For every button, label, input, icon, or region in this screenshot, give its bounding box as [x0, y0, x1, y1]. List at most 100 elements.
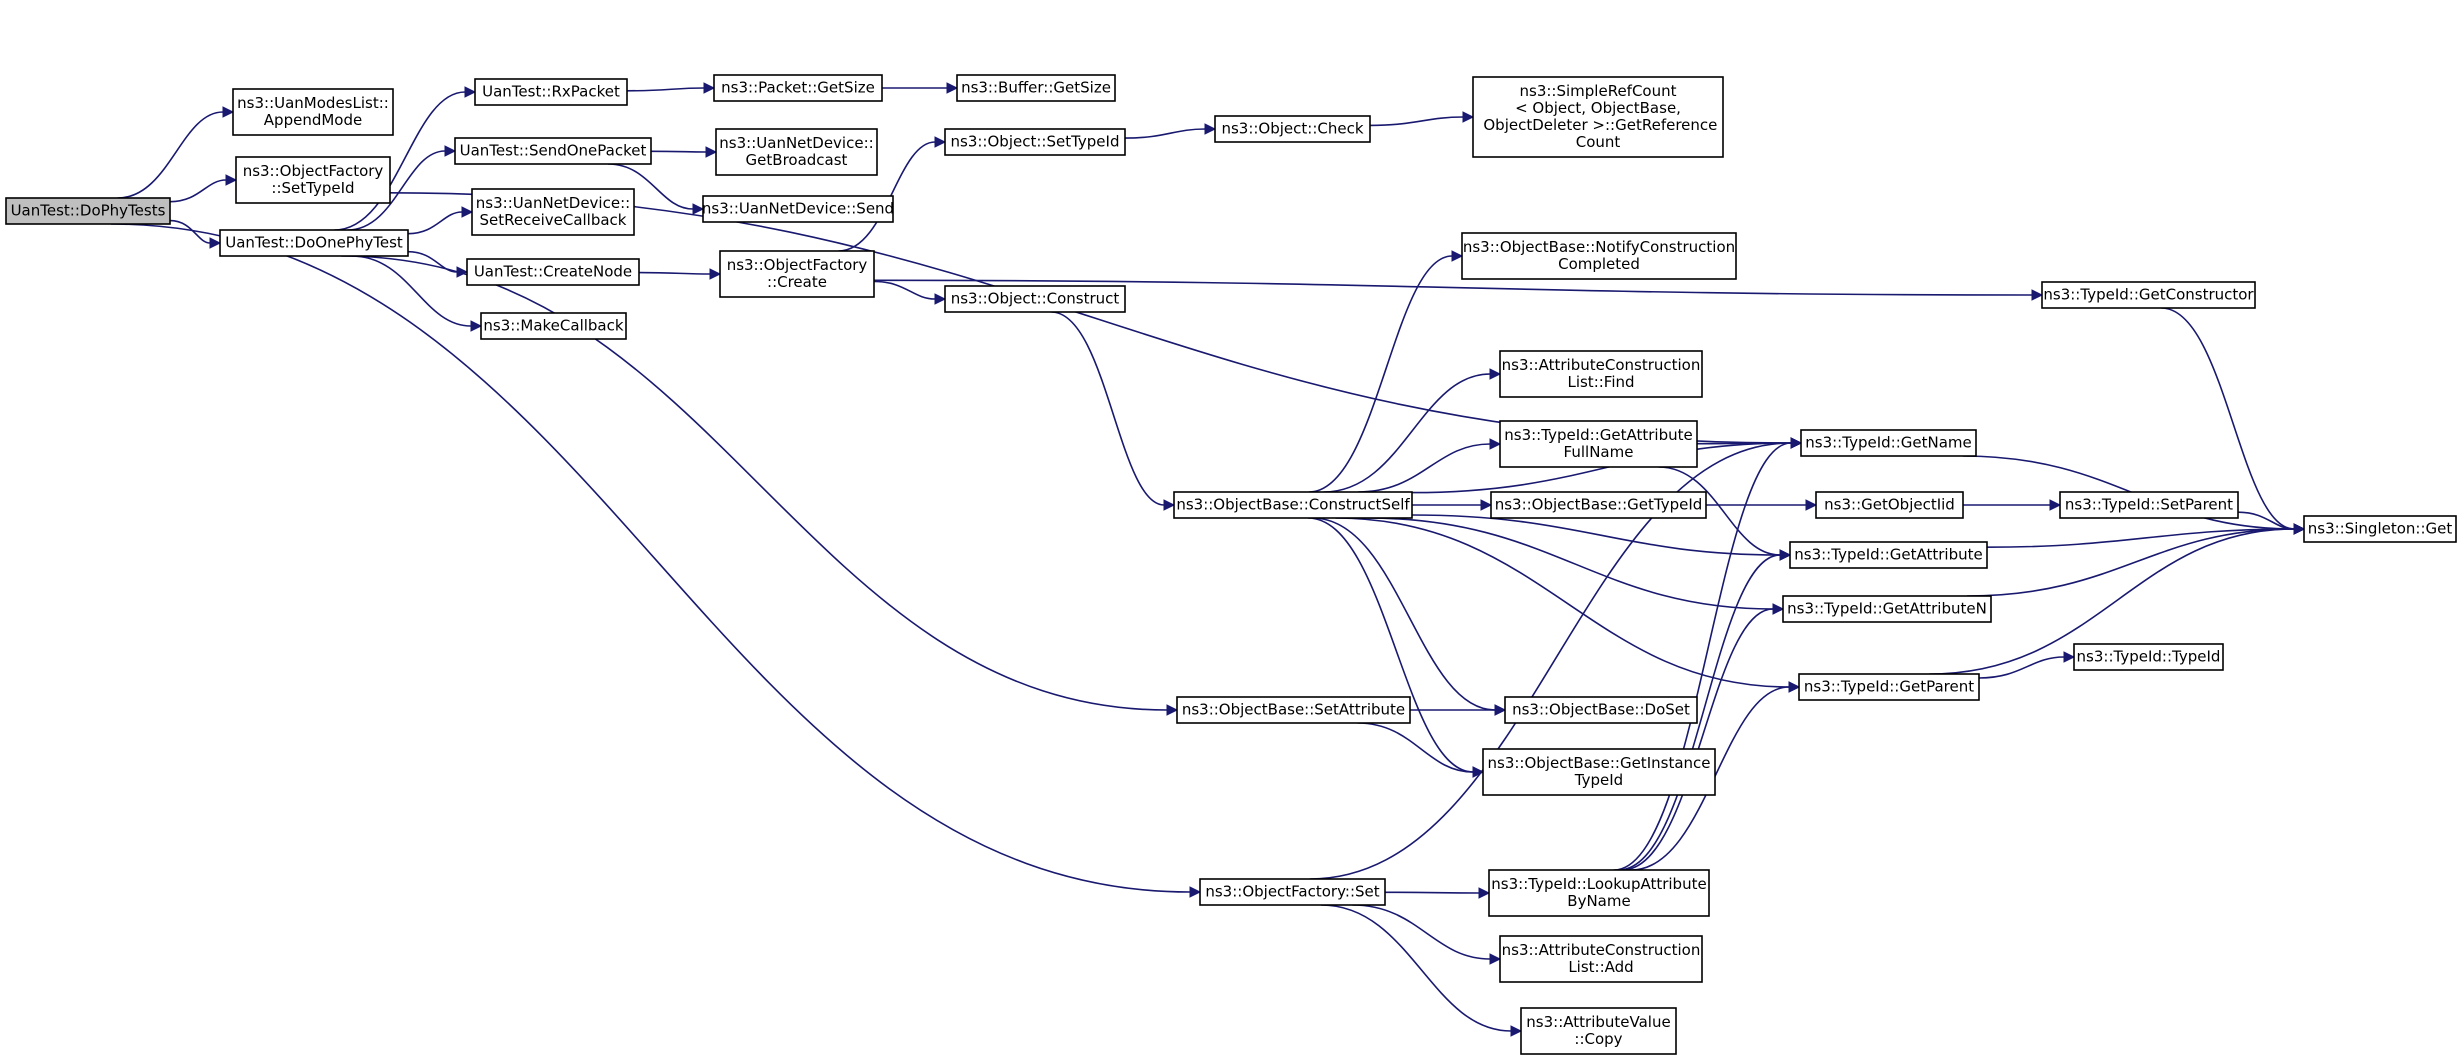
node-label: ns3::SimpleRefCount: [1520, 82, 1677, 100]
node-box: [219, 229, 409, 257]
arrowhead: [470, 320, 483, 332]
node-label: ns3::TypeId::LookupAttribute: [1491, 875, 1706, 893]
node-sendonepacket[interactable]: UanTest::SendOnePacket: [454, 137, 652, 165]
arrowhead: [444, 145, 457, 157]
node-ob-gettypeid[interactable]: ns3::ObjectBase::GetTypeId: [1490, 491, 1707, 519]
node-getattribute[interactable]: ns3::TypeId::GetAttribute: [1789, 541, 1988, 569]
node-setparent[interactable]: ns3::TypeId::SetParent: [2059, 491, 2239, 519]
edge-constructself-to-getparent: [1335, 517, 1801, 693]
node-of-create[interactable]: ns3::ObjectFactory::Create: [719, 250, 875, 298]
node-box: [1789, 541, 1988, 569]
edge-lookupattributebyname-to-getattribute: [1618, 549, 1792, 871]
node-typeid-ctor[interactable]: ns3::TypeId::TypeId: [2073, 643, 2224, 671]
arrowhead: [1489, 438, 1502, 450]
node-doonephytest[interactable]: UanTest::DoOnePhyTest: [219, 229, 409, 257]
node-getname[interactable]: ns3::TypeId::GetName: [1800, 429, 1977, 457]
node-label: ns3::TypeId::GetAttribute: [1504, 426, 1692, 444]
node-makecallback[interactable]: ns3::MakeCallback: [480, 312, 627, 340]
node-box: [454, 137, 652, 165]
edge-constructself-to-acl-find: [1323, 368, 1502, 493]
node-singleton-get[interactable]: ns3::Singleton::Get: [2303, 515, 2457, 543]
edge-lookupattributebyname-to-getname: [1613, 437, 1803, 871]
node-label: List::Add: [1568, 958, 1633, 976]
edge-of-set-to-attributevalue-copy: [1321, 904, 1523, 1037]
node-appendmode[interactable]: ns3::UanModesList::AppendMode: [232, 88, 394, 136]
node-label: FullName: [1564, 443, 1634, 461]
node-label: ns3::ObjectFactory: [243, 162, 384, 180]
arrowhead: [2031, 289, 2044, 301]
node-box: [1499, 350, 1703, 398]
edge-setattribute-to-doset: [1410, 704, 1507, 716]
node-createnode[interactable]: UanTest::CreateNode: [466, 258, 640, 286]
node-label: ns3::Object::Construct: [951, 290, 1120, 308]
edge-constructself-to-getattribute: [1411, 514, 1792, 561]
edge-getparent-to-typeid-ctor: [1978, 651, 2076, 679]
node-packet-getsize[interactable]: ns3::Packet::GetSize: [713, 74, 883, 102]
node-object-check[interactable]: ns3::Object::Check: [1214, 115, 1371, 143]
arrowhead: [1480, 499, 1493, 511]
edge-object-check-to-simplerefcount: [1369, 111, 1475, 127]
edge-getattributen-to-singleton-get: [1967, 523, 2306, 597]
nodes-layer: UanTest::DoPhyTests ns3::UanModesList::Ap…: [5, 74, 2457, 1055]
edge-dophytests-to-doonephytest: [169, 219, 222, 249]
node-label: ns3::TypeId::SetParent: [2065, 496, 2233, 514]
node-of-settypeid[interactable]: ns3::ObjectFactory::SetTypeId: [235, 156, 391, 204]
node-dophytests[interactable]: UanTest::DoPhyTests: [5, 197, 171, 225]
node-label: ns3::AttributeValue: [1526, 1013, 1670, 1031]
node-of-set[interactable]: ns3::ObjectFactory::Set: [1199, 878, 1386, 906]
node-doset[interactable]: ns3::ObjectBase::DoSet: [1504, 696, 1698, 724]
node-netdevice-send[interactable]: ns3::UanNetDevice::Send: [702, 195, 894, 223]
arrowhead: [1489, 953, 1502, 965]
node-label: ns3::Packet::GetSize: [721, 79, 875, 97]
arrowhead: [1772, 603, 1785, 615]
arrowhead: [934, 136, 947, 148]
node-box: [719, 250, 875, 298]
arrowhead: [705, 146, 718, 158]
node-label: ns3::UanNetDevice::Send: [702, 200, 894, 218]
node-object-construct[interactable]: ns3::Object::Construct: [944, 285, 1126, 313]
node-object-settypeid[interactable]: ns3::Object::SetTypeId: [944, 128, 1126, 156]
node-getattributen[interactable]: ns3::TypeId::GetAttributeN: [1782, 595, 1992, 623]
edge-of-create-to-getconstructor: [873, 279, 2044, 301]
node-notifyconstruction[interactable]: ns3::ObjectBase::NotifyConstructionCompl…: [1461, 232, 1737, 280]
node-box: [232, 88, 394, 136]
node-box: [471, 188, 635, 236]
node-box: [1499, 935, 1703, 983]
node-rxpacket[interactable]: UanTest::RxPacket: [474, 78, 628, 106]
node-setreceivecallback[interactable]: ns3::UanNetDevice::SetReceiveCallback: [471, 188, 635, 236]
node-box: [474, 78, 628, 106]
node-getobjectiid[interactable]: ns3::GetObjectIid: [1815, 491, 1964, 519]
node-label: UanTest::CreateNode: [474, 263, 632, 281]
node-label: UanTest::RxPacket: [482, 83, 620, 101]
edge-doonephytest-to-makecallback: [351, 255, 483, 332]
node-label: UanTest::DoOnePhyTest: [225, 234, 403, 252]
node-box: [1488, 869, 1710, 917]
node-label: Completed: [1558, 255, 1640, 273]
edge-doonephytest-to-setattribute: [341, 255, 1179, 716]
node-label: ns3::AttributeConstruction: [1502, 941, 1701, 959]
node-label: UanTest::SendOnePacket: [460, 142, 647, 160]
arrowhead: [461, 206, 474, 218]
node-buffer-getsize[interactable]: ns3::Buffer::GetSize: [956, 74, 1116, 102]
node-label: List::Find: [1567, 373, 1634, 391]
node-label: ns3::GetObjectIid: [1824, 496, 1955, 514]
edge-constructself-to-getattributen: [1367, 517, 1785, 615]
node-box: [713, 74, 883, 102]
edge-constructself-to-getinstancetypeid: [1307, 517, 1485, 778]
node-attributevalue-copy[interactable]: ns3::AttributeValue::Copy: [1520, 1007, 1677, 1055]
node-setattribute[interactable]: ns3::ObjectBase::SetAttribute: [1176, 696, 1411, 724]
node-getconstructor[interactable]: ns3::TypeId::GetConstructor: [2041, 281, 2256, 309]
node-constructself[interactable]: ns3::ObjectBase::ConstructSelf: [1173, 491, 1413, 519]
node-label: SetReceiveCallback: [479, 211, 626, 229]
edge-sendonepacket-to-getbroadcast: [650, 146, 718, 158]
arrowhead: [1489, 368, 1502, 380]
edge-doonephytest-to-sendonepacket: [347, 145, 457, 231]
node-getparent[interactable]: ns3::TypeId::GetParent: [1798, 673, 1980, 701]
node-getbroadcast[interactable]: ns3::UanNetDevice::GetBroadcast: [715, 128, 878, 176]
node-simplerefcount[interactable]: ns3::SimpleRefCount< Object, ObjectBase,…: [1472, 76, 1724, 158]
